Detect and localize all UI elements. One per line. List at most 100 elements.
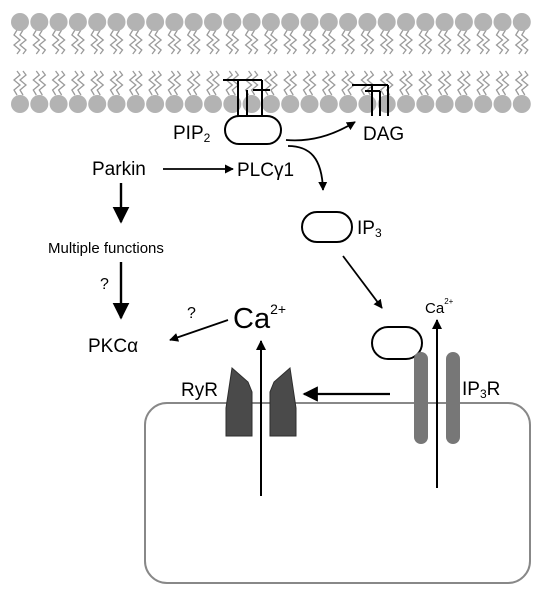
lipid-tail: [341, 29, 356, 96]
lipid-head: [126, 13, 145, 31]
lipid-head: [88, 13, 107, 31]
ryr-channel: [225, 367, 297, 437]
dag-membrane-anchor: [352, 84, 389, 116]
lipid-tail: [32, 29, 47, 96]
lipid-tail: [476, 29, 491, 96]
lipid-heads: [11, 13, 531, 113]
lipid-head: [49, 13, 68, 31]
question-mark-1: ?: [100, 276, 109, 293]
lipid-head: [146, 95, 165, 113]
lipid-head: [261, 95, 280, 113]
lipid-tail: [360, 29, 375, 96]
lipid-tail: [225, 29, 240, 96]
pkca-label: PKCα: [88, 336, 138, 357]
lipid-head: [165, 95, 184, 113]
lipid-head: [68, 13, 87, 31]
lipid-head: [512, 13, 531, 31]
lipid-head: [435, 95, 454, 113]
lipid-head: [319, 95, 338, 113]
lipid-tail: [244, 29, 259, 96]
lipid-tail: [167, 29, 182, 96]
lipid-head: [204, 13, 222, 31]
lipid-head: [223, 95, 242, 113]
lipid-head: [281, 95, 300, 113]
lipid-head: [223, 13, 242, 31]
lipid-head: [377, 95, 396, 113]
lipid-tail: [90, 29, 105, 96]
lipid-head: [261, 13, 280, 31]
lipid-head: [397, 13, 415, 31]
ip3-molecule: [301, 211, 353, 243]
lipid-head: [107, 13, 126, 31]
ip3-to-receptor-arrow: [342, 255, 383, 309]
lipid-head: [68, 95, 87, 113]
lipid-head: [493, 13, 512, 31]
lipid-tail: [70, 29, 85, 96]
ip3-label: IP3: [357, 218, 382, 240]
lipid-tail: [283, 29, 298, 96]
lipid-head: [454, 95, 473, 113]
lipid-head: [454, 13, 473, 31]
multiple-functions-label: Multiple functions: [48, 240, 164, 257]
lipid-tail: [379, 29, 394, 96]
ryr-label: RyR: [181, 380, 218, 401]
pip2-to-ip3-arrow: [287, 145, 328, 191]
lipid-tail: [495, 29, 510, 96]
lipid-head: [204, 95, 222, 113]
lipid-head: [30, 13, 49, 31]
lipid-tail: [128, 29, 143, 96]
lipid-head: [358, 95, 377, 113]
lipid-head: [474, 13, 493, 31]
lipid-head: [88, 95, 107, 113]
lipid-head: [281, 13, 300, 31]
pip2-molecule: [224, 115, 282, 145]
lipid-tail: [321, 29, 336, 96]
ca-small-label: Ca2+: [425, 297, 454, 317]
ip3r-subunit-right: [446, 352, 460, 444]
lipid-tail: [186, 29, 201, 96]
lipid-head: [242, 13, 261, 31]
lipid-tail: [51, 29, 66, 96]
lipid-head: [30, 95, 49, 113]
lipid-tail: [109, 29, 124, 96]
lipid-head: [300, 13, 319, 31]
lipid-head: [242, 95, 261, 113]
ca-to-pkc-arrow: [169, 319, 229, 342]
lipid-tail: [514, 29, 529, 96]
lipid-head: [358, 13, 377, 31]
lipid-head: [165, 13, 184, 31]
plcg1-label: PLCγ1: [237, 160, 294, 181]
lipid-head: [11, 13, 29, 31]
lipid-tail: [456, 29, 471, 96]
ca-main-label: Ca2+: [233, 301, 286, 335]
lipid-head: [493, 95, 512, 113]
plc-membrane-anchor: [223, 79, 270, 118]
lipid-head: [49, 95, 68, 113]
lipid-tail: [302, 29, 317, 96]
lipid-head: [474, 95, 493, 113]
lipid-head: [126, 95, 145, 113]
dag-label: DAG: [363, 124, 404, 145]
lipid-head: [397, 95, 415, 113]
ip3-bound-molecule: [371, 326, 423, 360]
cell-compartment: [144, 402, 531, 584]
lipid-head: [339, 95, 358, 113]
lipid-head: [339, 13, 358, 31]
lipid-head: [184, 95, 203, 113]
lipid-tail: [398, 29, 414, 96]
lipid-head: [300, 95, 319, 113]
lipid-head: [107, 95, 126, 113]
lipid-head: [319, 13, 338, 31]
parkin-label: Parkin: [92, 159, 146, 180]
pip2-label: PIP2: [173, 123, 211, 145]
lipid-tail: [205, 29, 221, 96]
lipid-head: [416, 95, 435, 113]
lipid-tail: [437, 29, 452, 96]
lipid-head: [184, 13, 203, 31]
lipid-head: [377, 13, 396, 31]
lipid-tail: [263, 29, 278, 96]
lipid-bilayer: [11, 13, 531, 113]
lipid-tails: [12, 29, 529, 96]
